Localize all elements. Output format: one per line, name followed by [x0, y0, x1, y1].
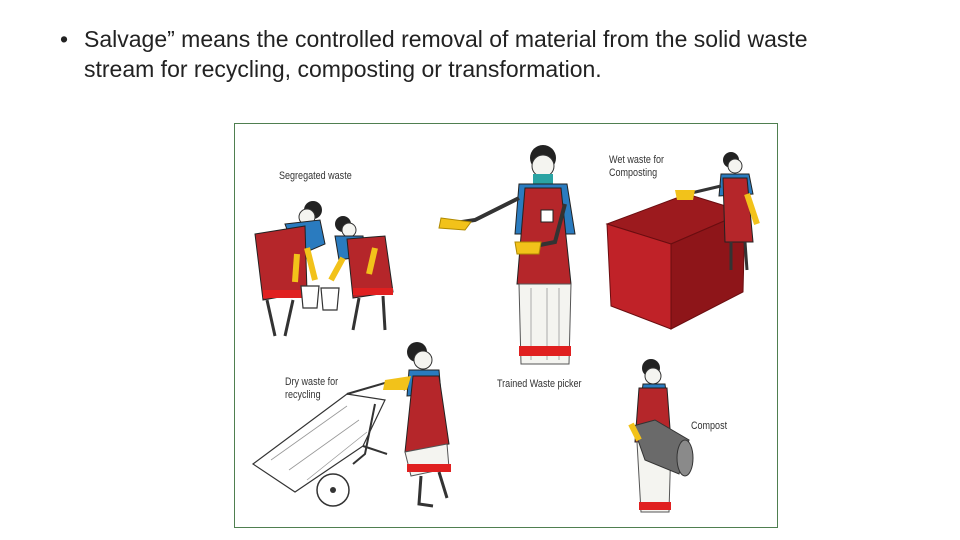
waste-picker-illustration: Segregated waste Wet waste for Compostin… — [234, 123, 778, 528]
wet-waste-woman-figure — [675, 152, 760, 271]
dry-waste-woman-figure — [383, 342, 451, 508]
bullet-text: Salvage” means the controlled removal of… — [84, 26, 808, 82]
dry-waste-wheelbarrow — [251, 378, 406, 507]
label-wet-waste: Wet waste for Composting — [609, 154, 664, 179]
compost-woman-figure — [628, 359, 694, 513]
label-segregated-waste: Segregated waste — [279, 170, 352, 182]
segregating-women-figure — [254, 201, 394, 337]
label-trained-picker: Trained Waste picker — [497, 378, 582, 390]
trained-picker-figure — [438, 145, 576, 365]
label-dry-waste: Dry waste for recycling — [285, 376, 339, 401]
bullet-point: • — [60, 26, 69, 52]
illustration-drawing — [251, 145, 760, 513]
bullet-paragraph: • Salvage” means the controlled removal … — [60, 24, 880, 84]
label-compost: Compost — [691, 420, 728, 432]
